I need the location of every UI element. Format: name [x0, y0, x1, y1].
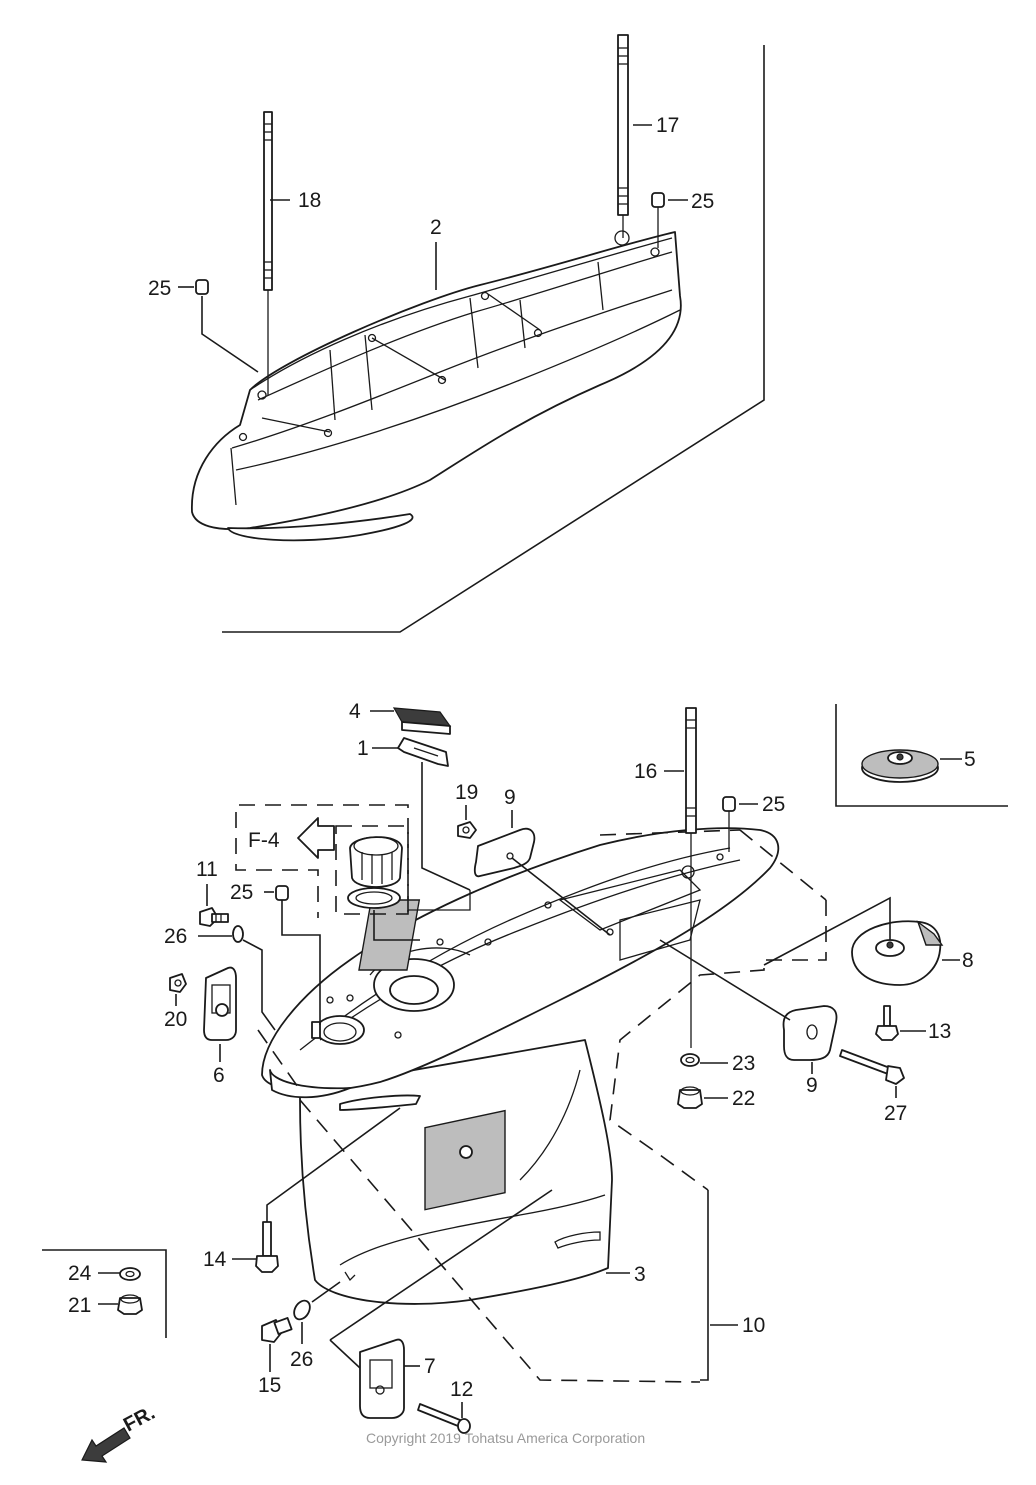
reference-box-f4: [235, 804, 471, 941]
callout-16: 16: [634, 760, 657, 783]
callout-13: 13: [928, 1020, 951, 1043]
bolt-part-27: [839, 1049, 905, 1085]
washer-part-26-upper: [232, 925, 276, 1031]
callout-25-lower-right: 25: [762, 793, 785, 816]
callout-15: 15: [258, 1374, 281, 1397]
callout-21: 21: [68, 1294, 91, 1317]
callout-5: 5: [964, 748, 976, 771]
callout-9-upper: 9: [504, 786, 516, 809]
callout-14: 14: [203, 1248, 227, 1271]
gear-case-assembly-outline: [257, 829, 827, 1383]
callout-26-upper: 26: [164, 925, 187, 948]
callout-27: 27: [884, 1102, 907, 1125]
callout-26-lower: 26: [290, 1348, 313, 1371]
callout-12: 12: [450, 1378, 473, 1401]
callout-19: 19: [455, 781, 478, 804]
trim-tab-part-8: [763, 896, 944, 986]
seal-part-1: [397, 737, 471, 891]
upper-frame-lines: [222, 45, 765, 633]
seal-part-4: [392, 707, 452, 735]
plug-part-15: [261, 1317, 293, 1343]
callout-24: 24: [68, 1262, 92, 1285]
callout-22: 22: [732, 1087, 755, 1110]
stud-bolt-part-17: [617, 34, 629, 238]
dowel-pin-part-25-lower-left: [275, 885, 321, 1025]
callout-7: 7: [424, 1355, 436, 1378]
dowel-pin-part-25-lower-right: [722, 796, 736, 852]
screw-part-12: [417, 1403, 471, 1434]
stud-bolt-part-18: [263, 111, 273, 395]
reference-label-f4: F-4: [248, 829, 280, 852]
nut-part-21: [117, 1294, 143, 1315]
bolt-part-13: [875, 1005, 899, 1041]
extension-case-part-2: [191, 230, 682, 542]
callout-2: 2: [430, 216, 442, 239]
nut-part-19: [457, 821, 477, 839]
callout-25-lower-left: 25: [230, 881, 253, 904]
callout-leader-lines: [98, 124, 962, 1418]
washer-part-23: [680, 1053, 700, 1067]
lower-casing-housing: [261, 827, 780, 1111]
stud-bolt-part-16: [685, 707, 697, 1048]
front-direction-arrow: FR.: [81, 1402, 159, 1463]
dowel-pin-part-25-upper-left: [195, 279, 259, 373]
callout-17: 17: [656, 114, 679, 137]
callout-25-upper-right: 25: [691, 190, 714, 213]
washer-part-24: [119, 1267, 141, 1281]
nut-part-22: [677, 1086, 703, 1109]
callout-9-lower: 9: [806, 1074, 818, 1097]
nut-part-20: [169, 973, 187, 993]
callout-1: 1: [357, 737, 369, 760]
callout-3: 3: [634, 1263, 646, 1286]
callout-10: 10: [742, 1314, 765, 1337]
bolt-part-14: [255, 1107, 401, 1273]
callout-6: 6: [213, 1064, 225, 1087]
washer-part-26-lower: [293, 1271, 356, 1321]
callout-8: 8: [962, 949, 974, 972]
cover-plate-part-9-lower: [659, 939, 838, 1061]
bolt-part-11: [199, 907, 229, 927]
dowel-pin-part-25-upper-right: [651, 192, 665, 248]
cover-plate-part-9-upper: [473, 827, 611, 936]
callout-25-upper-left: 25: [148, 277, 171, 300]
cover-part-7: [329, 1189, 553, 1419]
callout-23: 23: [732, 1052, 755, 1075]
copyright-notice: Copyright 2019 Tohatsu America Corporati…: [366, 1430, 646, 1446]
callout-4: 4: [349, 700, 361, 723]
callout-20: 20: [164, 1008, 187, 1031]
anode-part-5: [861, 749, 939, 783]
anode-inset-box: [835, 704, 1008, 807]
callout-18: 18: [298, 189, 321, 212]
nut-inset-box: [42, 1249, 167, 1338]
callout-11: 11: [196, 858, 218, 881]
cover-part-6: [203, 966, 237, 1041]
